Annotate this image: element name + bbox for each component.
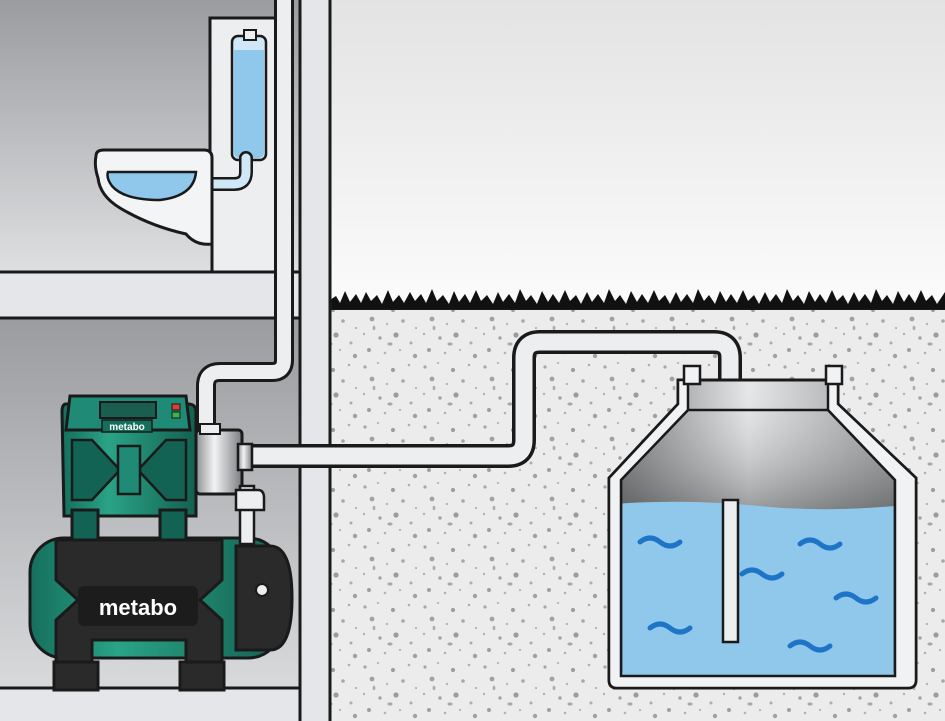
indicator-red-icon: [171, 403, 181, 411]
tank-water: [609, 501, 916, 688]
indicator-green-icon: [171, 411, 181, 419]
suction-pipe: [236, 330, 742, 640]
sky: [330, 0, 945, 300]
basement-floor: [0, 686, 304, 721]
toilet-icon: [93, 16, 278, 274]
house-riser-pipe: [196, 0, 294, 430]
cistern-tank-icon: [607, 364, 918, 690]
floor-slab: [0, 270, 304, 320]
tank-logo: metabo: [99, 595, 177, 620]
motor-logo: metabo: [109, 422, 145, 433]
cistern-icon: [183, 29, 268, 191]
grass-line: [330, 289, 945, 309]
garden-pump-icon: metabo metabo: [28, 394, 294, 692]
water-waves: [637, 535, 879, 653]
exterior-wall: [298, 0, 332, 721]
